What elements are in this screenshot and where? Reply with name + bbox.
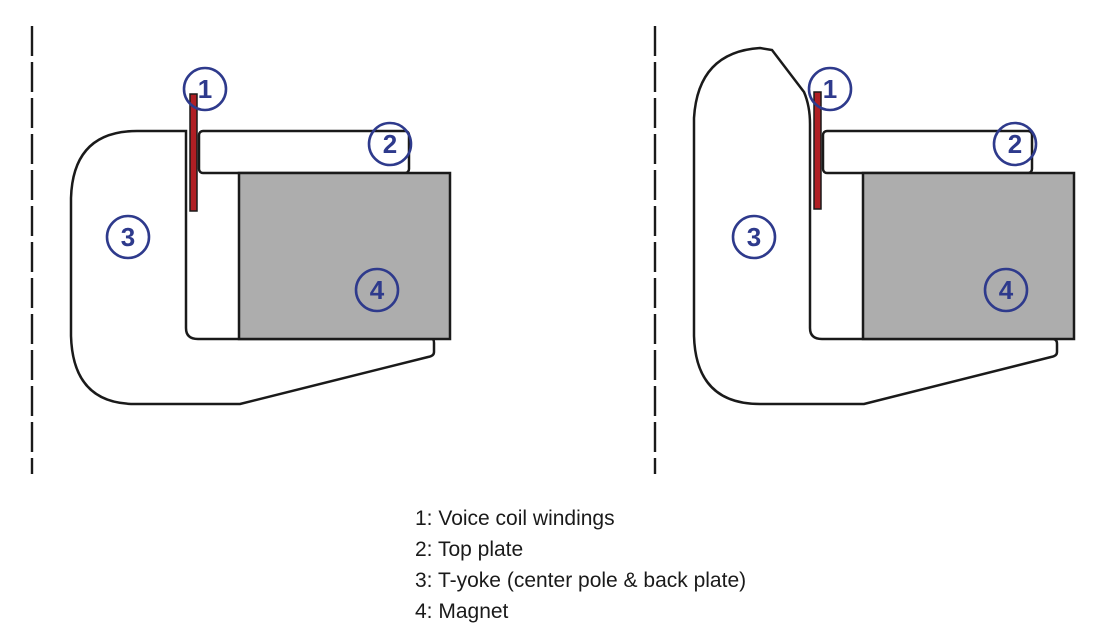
legend-item-magnet: 4: Magnet	[415, 600, 509, 623]
left-callout-coil: 1	[182, 66, 228, 112]
right-voice-coil	[813, 91, 822, 210]
legend-item-t-yoke: 3: T-yoke (center pole & back plate)	[415, 569, 747, 592]
right-motor-variant: 1 2 3 4	[653, 26, 1076, 474]
right-callout-coil-label: 1	[823, 74, 837, 104]
legend: 1: Voice coil windings 2: Top plate 3: T…	[415, 503, 975, 627]
left-callout-top-plate-label: 2	[383, 129, 397, 159]
right-top-plate	[821, 129, 1034, 175]
right-callout-top-plate-label: 2	[1008, 129, 1022, 159]
right-callout-yoke: 3	[731, 214, 777, 260]
left-callout-yoke: 3	[105, 214, 151, 260]
left-top-plate	[197, 129, 411, 175]
right-callout-yoke-label: 3	[747, 222, 761, 252]
legend-item-top-plate: 2: Top plate	[415, 538, 524, 561]
right-callout-magnet-label: 4	[999, 275, 1014, 305]
left-motor-variant: 1 2 3 4	[30, 26, 452, 474]
left-callout-coil-label: 1	[198, 74, 212, 104]
legend-item-voice-coil: 1: Voice coil windings	[415, 507, 615, 530]
right-magnet	[861, 171, 1076, 341]
right-t-yoke-outline	[692, 46, 1059, 406]
right-callout-top-plate: 2	[992, 121, 1038, 167]
left-callout-magnet: 4	[354, 267, 400, 313]
right-callout-magnet: 4	[983, 267, 1029, 313]
left-callout-magnet-label: 4	[370, 275, 385, 305]
left-t-yoke-outline	[69, 129, 436, 406]
left-callout-top-plate: 2	[367, 121, 413, 167]
left-voice-coil	[189, 93, 198, 212]
left-magnet	[237, 171, 452, 341]
right-callout-coil: 1	[807, 66, 853, 112]
left-callout-yoke-label: 3	[121, 222, 135, 252]
